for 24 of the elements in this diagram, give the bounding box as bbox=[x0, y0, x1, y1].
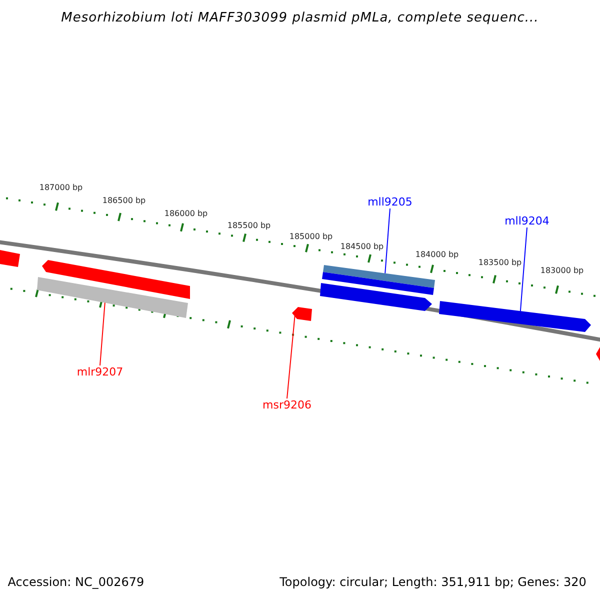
scale-label: 185500 bp bbox=[227, 222, 271, 230]
scale-label: 187000 bp bbox=[39, 184, 83, 192]
leader-line bbox=[286, 315, 296, 399]
scale-label: 186500 bp bbox=[102, 197, 146, 205]
gene-label: mll9205 bbox=[368, 196, 412, 208]
leader-line bbox=[384, 208, 390, 274]
gene-block bbox=[292, 307, 312, 321]
info-text: Topology: circular; Length: 351,911 bp; Genes: 320 bbox=[280, 576, 586, 588]
scale-label: 183000 bp bbox=[540, 267, 584, 275]
scale-label: 186000 bp bbox=[164, 210, 208, 218]
scale-label: 183500 bp bbox=[478, 259, 522, 267]
leader-line bbox=[520, 227, 528, 312]
gene-label: msr9206 bbox=[262, 400, 312, 410]
leader-line bbox=[100, 302, 106, 366]
gene-label: mlr9207 bbox=[76, 366, 124, 378]
map-title: Mesorhizobium loti MAFF303099 plasmid pMLa, complete sequenc... bbox=[61, 12, 539, 24]
gene-block bbox=[320, 265, 435, 311]
info-text: Accession: NC_002679 bbox=[8, 576, 144, 588]
scale-label: 185000 bp bbox=[289, 233, 333, 241]
gene-label: mll9204 bbox=[504, 216, 550, 226]
scale-label: 184000 bp bbox=[415, 251, 459, 259]
scale-label: 184500 bp bbox=[340, 243, 384, 251]
gene-block bbox=[439, 301, 591, 332]
gene-block bbox=[37, 260, 190, 318]
